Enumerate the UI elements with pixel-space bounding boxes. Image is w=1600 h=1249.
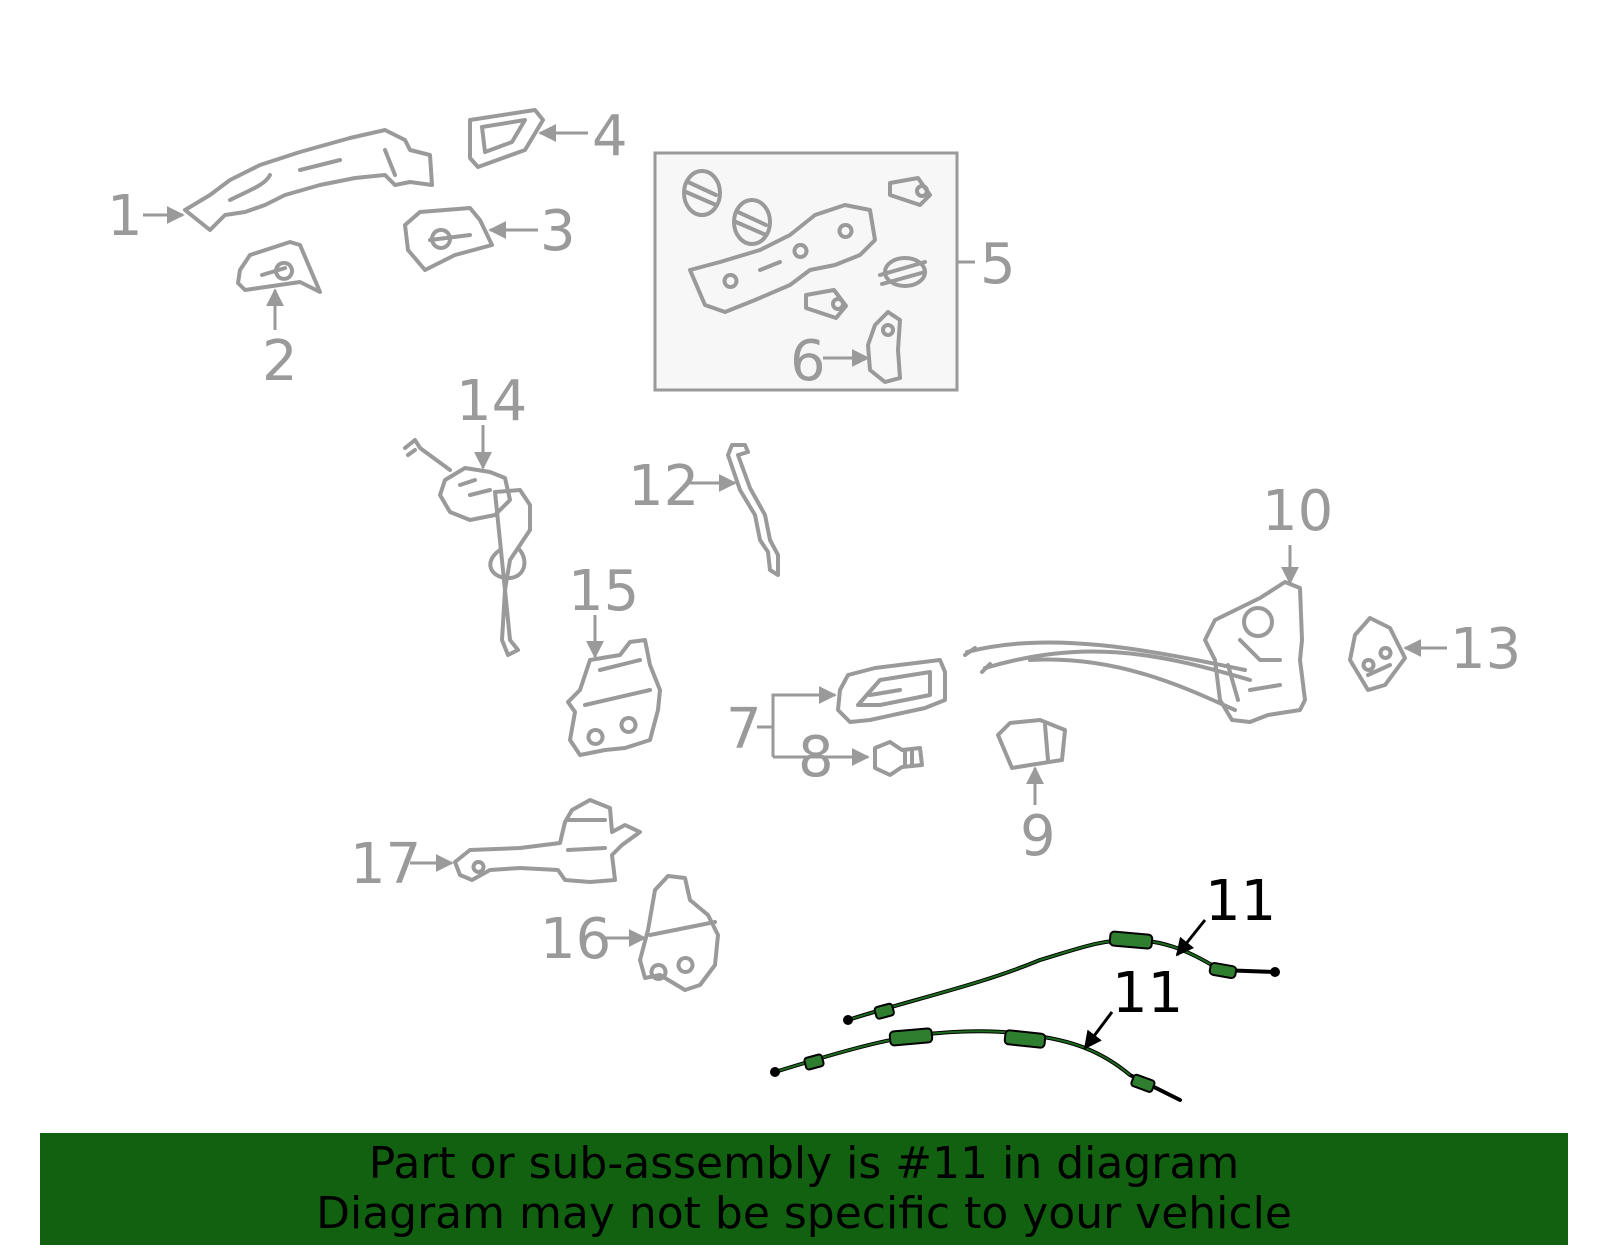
callout-13: 13	[1450, 617, 1521, 682]
callout-12: 12	[628, 454, 699, 519]
callout-11a-leader	[1175, 919, 1207, 957]
part-11-cable-lower[interactable]	[770, 1027, 1182, 1102]
info-banner: Part or sub-assembly is #11 in diagram D…	[40, 1133, 1568, 1245]
callout-7-8-bracket	[757, 725, 775, 757]
part-13-clip[interactable]	[1348, 616, 1407, 692]
part-9-cover[interactable]	[996, 718, 1067, 770]
callout-11b: 11	[1112, 961, 1183, 1026]
callout-9: 9	[1020, 804, 1056, 869]
part-15-bracket[interactable]	[566, 638, 662, 757]
callout-7: 7	[726, 697, 762, 762]
part-1-outside-handle[interactable]	[183, 128, 434, 232]
callout-11b-leader	[1083, 1011, 1114, 1050]
callout-3: 3	[540, 199, 576, 264]
callout-17: 17	[350, 832, 421, 897]
part-11-cable-upper[interactable]	[843, 930, 1280, 1025]
callout-14: 14	[456, 369, 527, 434]
part-3-cover[interactable]	[403, 206, 494, 272]
banner-line-2: Diagram may not be specific to your vehi…	[316, 1188, 1292, 1239]
callout-11a: 11	[1205, 869, 1276, 934]
part-8-screw[interactable]	[873, 740, 924, 777]
callout-4: 4	[592, 104, 628, 169]
part-12-rod[interactable]	[726, 443, 780, 577]
callout-6: 6	[790, 329, 826, 394]
callout-1: 1	[107, 184, 143, 249]
part-17-door-check[interactable]	[453, 798, 642, 884]
callout-2: 2	[262, 329, 298, 394]
part-14-lock-cylinder[interactable]	[403, 438, 532, 657]
part-16-bracket[interactable]	[638, 874, 720, 992]
callout-8: 8	[798, 725, 834, 790]
part-4-cap[interactable]	[468, 108, 545, 169]
part-2-handle-pad[interactable]	[236, 240, 322, 294]
callout-5: 5	[980, 232, 1016, 297]
part-10-door-latch[interactable]	[963, 580, 1307, 724]
callout-7-leader	[771, 686, 837, 727]
callout-16: 16	[540, 907, 611, 972]
banner-line-1: Part or sub-assembly is #11 in diagram	[368, 1138, 1240, 1189]
part-7-inside-handle[interactable]	[836, 658, 947, 724]
callout-10: 10	[1262, 479, 1333, 544]
part-5-lock-cylinder-kit[interactable]	[653, 151, 959, 392]
callout-15: 15	[568, 559, 639, 624]
